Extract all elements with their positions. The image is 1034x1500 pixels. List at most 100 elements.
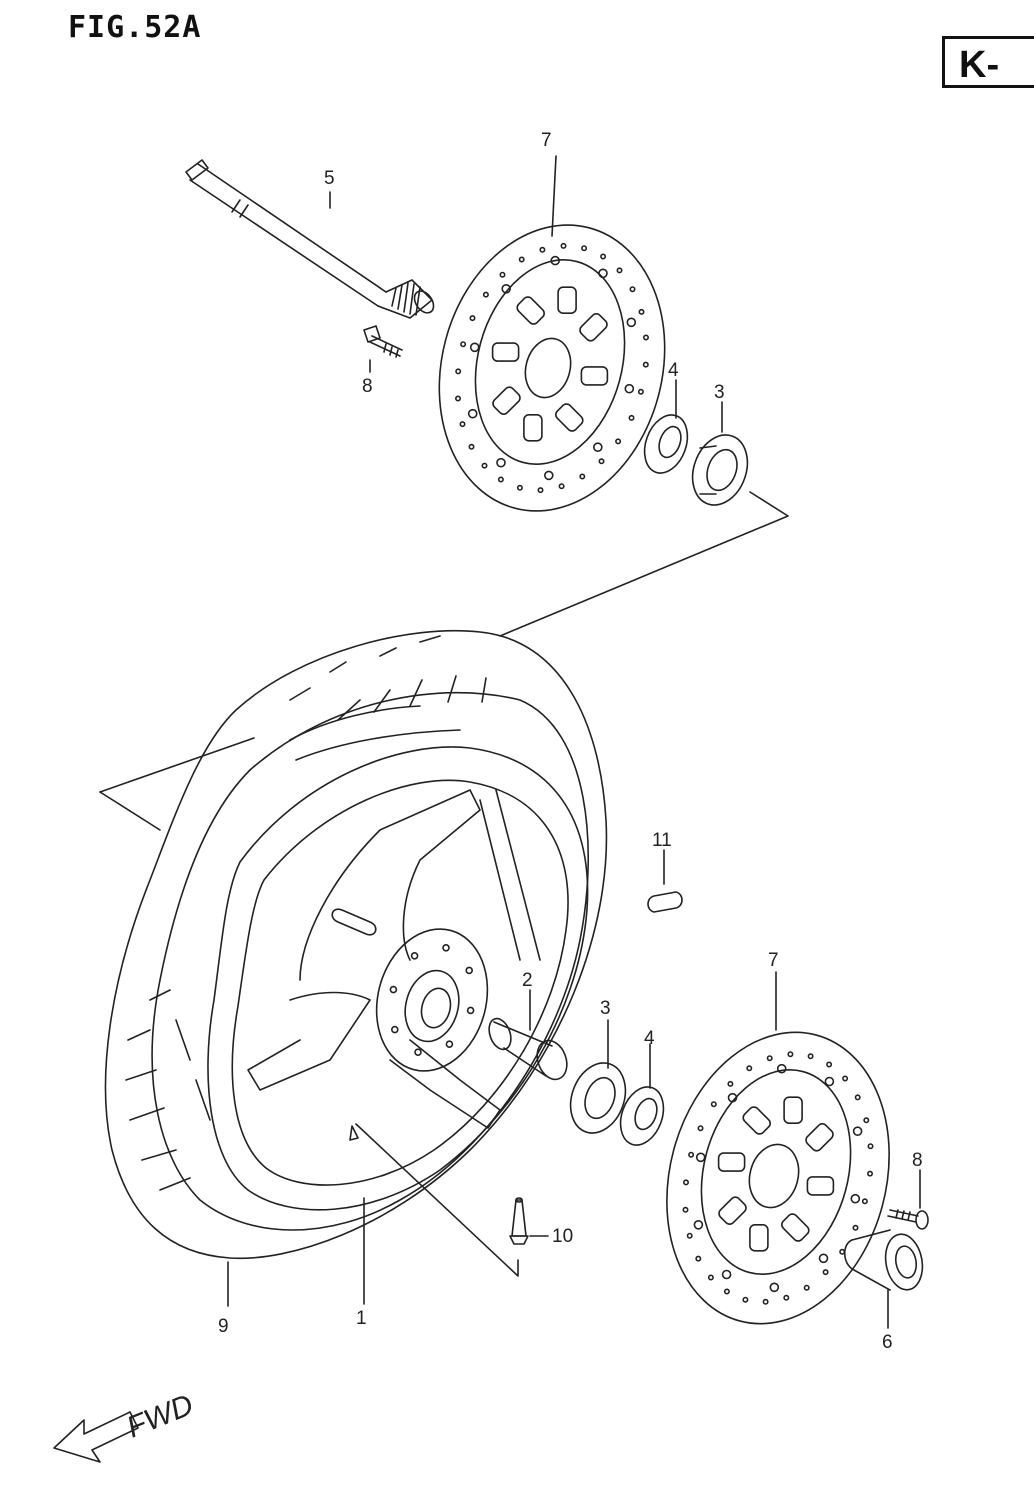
disc-drill-hole xyxy=(454,395,461,402)
disc-drill-hole xyxy=(682,1179,689,1186)
disc-rivet xyxy=(824,1076,835,1087)
front-wheel-and-tire[interactable] xyxy=(104,629,608,1260)
disc-window xyxy=(717,1152,746,1172)
callout-9: 9 xyxy=(218,1316,229,1337)
disc-drill-hole xyxy=(482,291,489,298)
disc-drill-hole xyxy=(629,286,636,293)
disc-drill-hole xyxy=(638,308,645,315)
disc-drill-hole xyxy=(787,1051,794,1058)
disc-drill-hole xyxy=(688,1151,695,1158)
hub-bolt-hole xyxy=(389,985,398,994)
disc-window xyxy=(580,366,609,386)
disc-rivet xyxy=(496,457,506,468)
disc-bolt-lower[interactable] xyxy=(887,1209,929,1230)
disc-window xyxy=(579,313,608,342)
disc-drill-hole xyxy=(842,1075,849,1082)
disc-rivet xyxy=(721,1269,732,1280)
hub-bolt-hole xyxy=(466,1006,475,1015)
model-code-badge: K- xyxy=(942,36,1034,88)
disc-drill-hole xyxy=(762,1298,769,1305)
disc-window xyxy=(555,403,584,432)
disc-drill-hole xyxy=(695,1255,702,1262)
disc-drill-hole xyxy=(539,246,546,253)
disc-drill-hole xyxy=(558,483,565,490)
disc-rivet xyxy=(624,383,635,394)
brake-disc-upper[interactable] xyxy=(408,199,696,536)
disc-window xyxy=(805,1123,834,1152)
disc-drill-hole xyxy=(742,1296,749,1303)
disc-drill-hole xyxy=(516,484,523,491)
disc-drill-hole xyxy=(469,315,476,322)
disc-drill-hole xyxy=(803,1284,810,1291)
disc-drill-hole xyxy=(537,487,544,494)
disc-drill-hole xyxy=(499,271,506,278)
disc-drill-hole xyxy=(766,1055,773,1062)
disc-drill-hole xyxy=(697,1125,704,1132)
bearing-upper[interactable] xyxy=(683,427,756,512)
disc-drill-hole xyxy=(826,1061,833,1068)
brake-disc-lower[interactable] xyxy=(635,1007,920,1349)
disc-window xyxy=(781,1213,810,1242)
disc-drill-hole xyxy=(560,242,567,249)
disc-drill-hole xyxy=(637,388,644,395)
disc-drill-hole xyxy=(727,1080,734,1087)
disc-drill-hole xyxy=(455,368,462,375)
fwd-label: FWD xyxy=(122,1388,198,1444)
disc-rivet xyxy=(727,1092,738,1103)
disc-drill-hole xyxy=(863,1117,870,1124)
disc-rivet xyxy=(550,255,561,266)
disc-drill-hole xyxy=(783,1294,790,1301)
callout-7-lower: 7 xyxy=(768,950,779,971)
disc-drill-hole xyxy=(497,476,504,483)
callout-8-upper: 8 xyxy=(362,376,373,397)
axle-collar[interactable] xyxy=(843,1229,927,1293)
dust-seal-lower[interactable] xyxy=(613,1081,671,1151)
disc-drill-hole xyxy=(642,334,649,341)
disc-drill-hole xyxy=(707,1274,714,1281)
callout-10: 10 xyxy=(552,1226,573,1247)
disc-bolt-top[interactable] xyxy=(363,325,403,358)
disc-drill-hole xyxy=(839,1248,846,1255)
disc-rivet xyxy=(850,1193,861,1204)
disc-window xyxy=(742,1106,771,1135)
disc-window xyxy=(718,1196,747,1225)
callout-4-lower: 4 xyxy=(644,1028,655,1049)
disc-drill-hole xyxy=(581,245,588,252)
callout-7-upper: 7 xyxy=(541,130,552,151)
callout-11: 11 xyxy=(652,830,672,851)
disc-drill-hole xyxy=(600,253,607,260)
disc-rivet xyxy=(626,317,637,328)
front-axle[interactable] xyxy=(185,159,437,319)
disc-drill-hole xyxy=(598,458,605,465)
disc-window xyxy=(491,342,520,362)
disc-window xyxy=(749,1224,769,1252)
disc-drill-hole xyxy=(867,1143,874,1150)
bearing-lower[interactable] xyxy=(561,1055,634,1140)
disc-rivet xyxy=(469,342,480,353)
callout-5: 5 xyxy=(324,168,335,189)
callout-1: 1 xyxy=(356,1308,367,1329)
disc-drill-hole xyxy=(642,361,649,368)
disc-drill-hole xyxy=(723,1288,730,1295)
disc-drill-hole xyxy=(468,443,475,450)
forward-direction-arrow xyxy=(53,1411,139,1463)
balancer-weight[interactable] xyxy=(647,891,683,913)
disc-drill-hole xyxy=(628,414,635,421)
disc-drill-hole xyxy=(861,1198,868,1205)
disc-drill-hole xyxy=(460,341,467,348)
figure-title: FIG.52A xyxy=(68,10,202,45)
disc-rivet xyxy=(693,1220,704,1230)
wheel-spacer[interactable] xyxy=(485,1016,572,1084)
disc-drill-hole xyxy=(579,473,586,480)
disc-drill-hole xyxy=(807,1053,814,1060)
disc-rivet xyxy=(695,1152,706,1163)
disc-rivet xyxy=(467,408,478,419)
disc-window xyxy=(492,386,521,415)
disc-rivet xyxy=(776,1063,787,1074)
tire-valve[interactable] xyxy=(509,1197,529,1245)
disc-drill-hole xyxy=(746,1065,753,1072)
disc-rivet xyxy=(501,283,512,294)
disc-drill-hole xyxy=(481,462,488,469)
disc-window xyxy=(783,1096,803,1124)
dust-seal-upper[interactable] xyxy=(637,409,695,479)
